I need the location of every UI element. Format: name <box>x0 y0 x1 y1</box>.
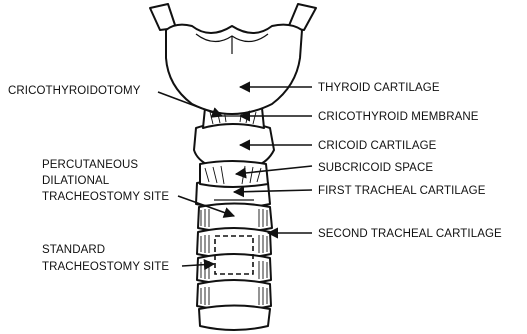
label-thyroid-cartilage: THYROID CARTILAGE <box>318 82 440 94</box>
label-cricoid-cartilage: CRICOID CARTILAGE <box>318 140 437 152</box>
label-percutaneous-line-2: DILATIONAL <box>42 175 110 187</box>
label-percutaneous-line-3: TRACHEOSTOMY SITE <box>42 191 169 203</box>
label-cricothyroidotomy: CRICOTHYROIDOTOMY <box>8 85 141 97</box>
label-first-tracheal-cartilage: FIRST TRACHEAL CARTILAGE <box>318 185 486 197</box>
thyroid-cartilage <box>166 25 302 114</box>
subcricoid-band <box>200 161 268 187</box>
trachea <box>196 180 272 331</box>
anatomy-illustration <box>150 4 316 330</box>
label-standard-line-1: STANDARD <box>42 244 105 256</box>
label-percutaneous-line-1: PERCUTANEOUS <box>42 159 138 171</box>
label-cricothyroid-membrane: CRICOTHYROID MEMBRANE <box>318 111 479 123</box>
label-second-tracheal-cartilage: SECOND TRACHEAL CARTILAGE <box>318 228 502 240</box>
label-standard-line-2: TRACHEOSTOMY SITE <box>42 261 169 273</box>
trachea-base <box>199 306 270 331</box>
label-subcricoid-space: SUBCRICOID SPACE <box>318 162 433 174</box>
